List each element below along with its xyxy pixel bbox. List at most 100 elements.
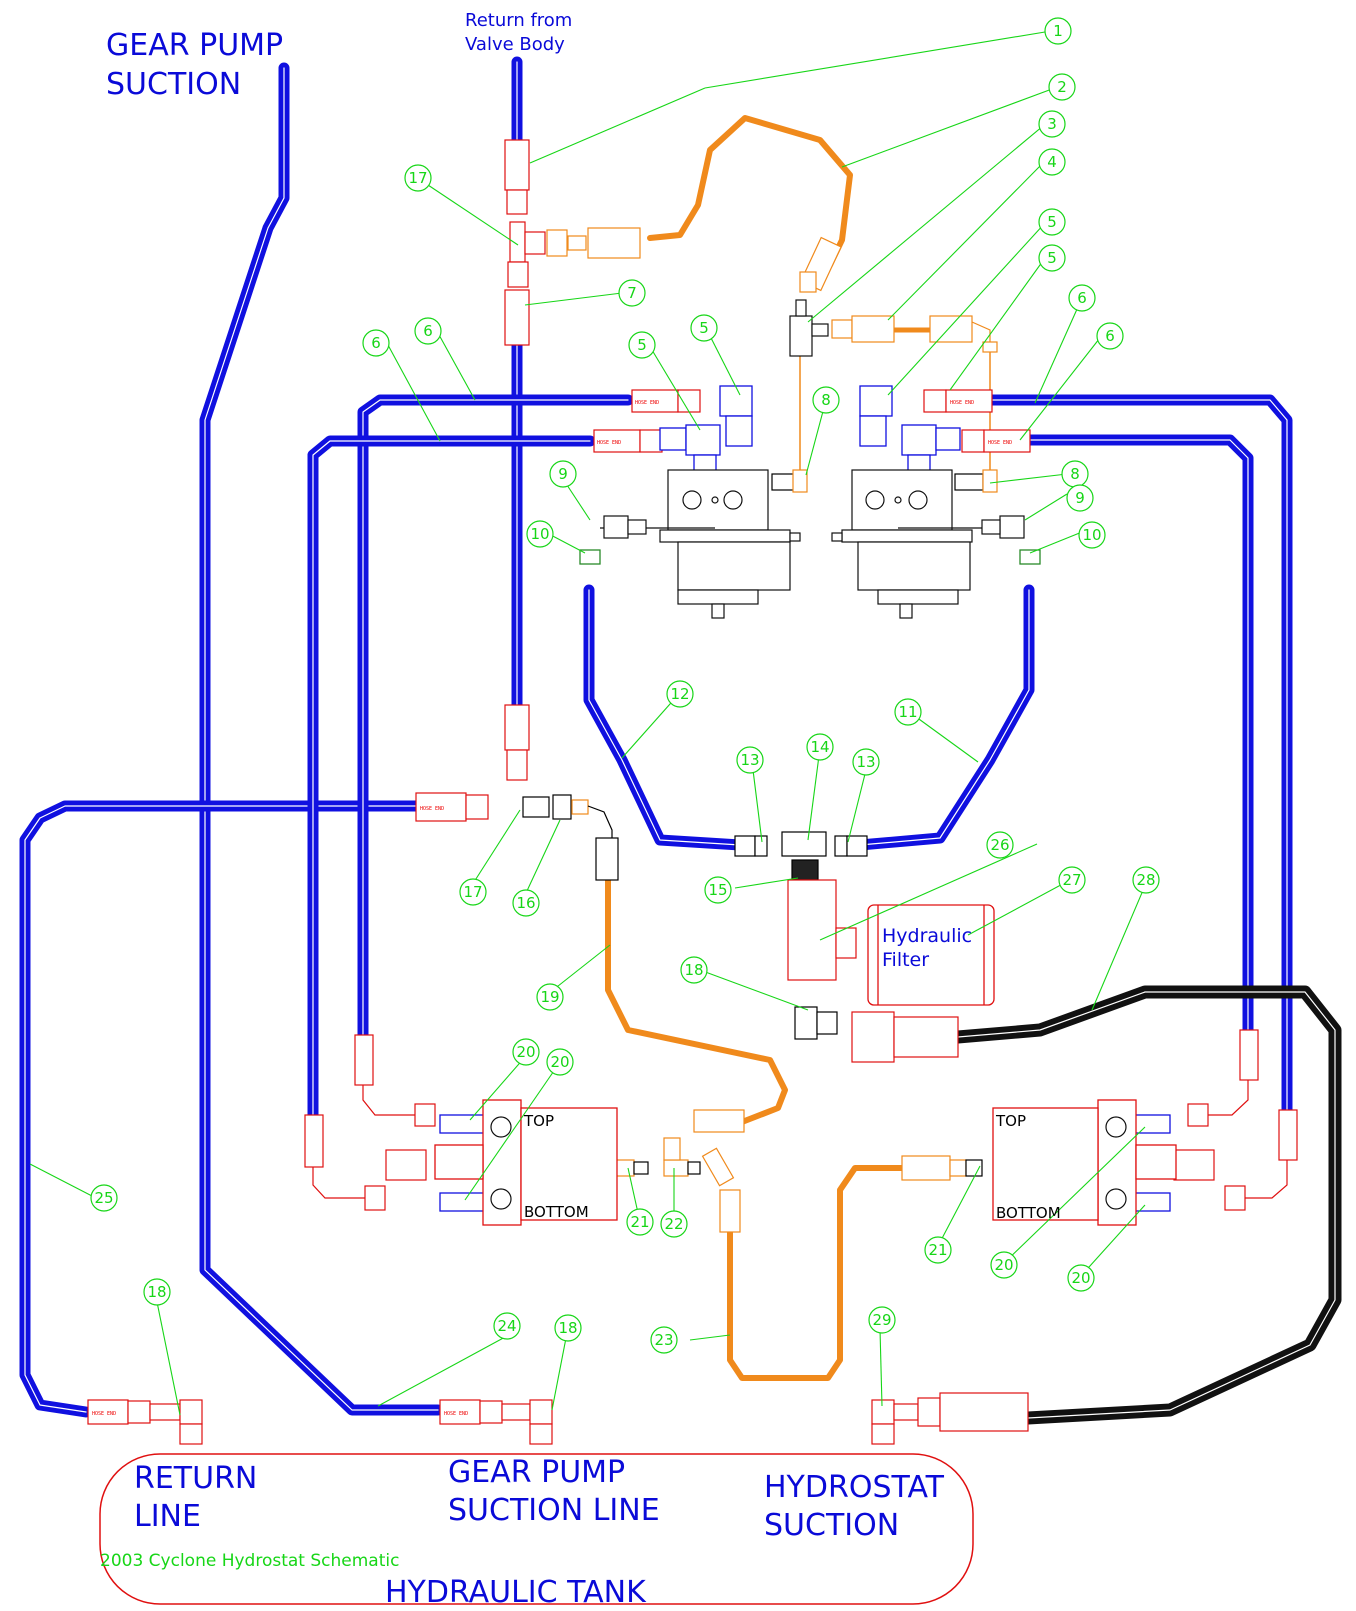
- callout-c5c: 5: [628, 331, 656, 359]
- charge-hose-12: [583, 584, 746, 851]
- callout-c13b: 13: [852, 748, 880, 776]
- callout-number: 7: [627, 284, 637, 302]
- callout-number: 18: [558, 1319, 577, 1337]
- callout-circle: [554, 1314, 582, 1342]
- top-label-left: TOP: [523, 1112, 554, 1130]
- callout-c5d: 5: [690, 314, 718, 342]
- callout-c20c: 20: [990, 1251, 1018, 1279]
- callout-c11: 11: [894, 698, 922, 726]
- callout-circle: [493, 1312, 521, 1340]
- callout-c24: 24: [493, 1312, 521, 1340]
- callout-number: 18: [147, 1283, 166, 1301]
- callout-number: 25: [94, 1189, 113, 1207]
- callout-c13a: 13: [736, 746, 764, 774]
- callout-circle: [1096, 322, 1124, 350]
- leader-lines: [29, 31, 1146, 1416]
- callout-circle: [1048, 73, 1076, 101]
- callout-c25: 25: [90, 1184, 118, 1212]
- callout-circle: [1132, 866, 1160, 894]
- callout-c6b: 6: [1096, 322, 1124, 350]
- callout-c3: 3: [1038, 110, 1066, 138]
- callout-number: 20: [994, 1256, 1013, 1274]
- callout-number: 27: [1062, 871, 1081, 889]
- callout-number: 5: [1047, 249, 1057, 267]
- callout-c20d: 20: [1067, 1264, 1095, 1292]
- callout-circle: [1066, 484, 1094, 512]
- callout-number: 8: [1070, 465, 1080, 483]
- callout-number: 3: [1047, 115, 1057, 133]
- callout-number: 17: [408, 169, 427, 187]
- orange-hoses: [605, 115, 991, 1381]
- callout-c21a: 21: [626, 1208, 654, 1236]
- gear-pump-suction-label-2: SUCTION: [106, 67, 241, 102]
- svg-text:HOSE END: HOSE END: [92, 1411, 116, 1417]
- callout-c27: 27: [1058, 866, 1086, 894]
- hydraulic-filter-label: Hydraulic: [882, 925, 972, 947]
- callout-circle: [736, 746, 764, 774]
- gear-pump-suction-hose: [199, 62, 444, 1416]
- callout-c17b: 17: [459, 878, 487, 906]
- hydrostat-suction-label: HYDROSTAT: [764, 1470, 945, 1505]
- callout-number: 28: [1136, 871, 1155, 889]
- callout-number: 24: [497, 1317, 516, 1335]
- callout-c18b: 18: [143, 1278, 171, 1306]
- callout-c28: 28: [1132, 866, 1160, 894]
- callout-circle: [536, 983, 564, 1011]
- callout-circle: [459, 878, 487, 906]
- callout-c12: 12: [666, 680, 694, 708]
- callout-circle: [666, 680, 694, 708]
- bottom-label-right: BOTTOM: [996, 1204, 1061, 1222]
- schematic-title: 2003 Cyclone Hydrostat Schematic: [100, 1551, 399, 1571]
- callout-number: 4: [1047, 153, 1057, 171]
- callout-number: 13: [856, 753, 875, 771]
- callout-c6d: 6: [362, 329, 390, 357]
- callout-c19: 19: [536, 983, 564, 1011]
- callout-c18c: 18: [554, 1314, 582, 1342]
- svg-text:HOSE END: HOSE END: [635, 400, 659, 406]
- callout-number: 6: [423, 322, 433, 340]
- callout-circle: [404, 164, 432, 192]
- callout-number: 16: [516, 894, 535, 912]
- callout-number: 22: [664, 1215, 683, 1233]
- callout-circle: [1038, 244, 1066, 272]
- gear-pump-suction-line-label-2: SUCTION LINE: [448, 1493, 660, 1528]
- blue-connectors: [439, 385, 1171, 1212]
- case-drain-hose-left-outer: [357, 394, 634, 1041]
- callout-number: 23: [654, 1331, 673, 1349]
- callout-c14: 14: [806, 733, 834, 761]
- callout-number: 2: [1057, 78, 1067, 96]
- callout-c18a: 18: [680, 956, 708, 984]
- callout-c5b: 5: [1038, 244, 1066, 272]
- callout-c8a: 8: [812, 386, 840, 414]
- callout-number: 21: [928, 1241, 947, 1259]
- text-labels: GEAR PUMP SUCTION Return from Valve Body…: [100, 10, 1061, 1610]
- callout-number: 10: [1082, 526, 1101, 544]
- callout-number: 9: [1075, 489, 1085, 507]
- callout-circle: [1068, 284, 1096, 312]
- callout-c21b: 21: [924, 1236, 952, 1264]
- callout-circle: [852, 748, 880, 776]
- callout-circle: [1067, 1264, 1095, 1292]
- callout-c15: 15: [704, 876, 732, 904]
- callout-circle: [512, 889, 540, 917]
- pilot-hose-2: [647, 115, 853, 268]
- valve-blocks: [434, 1099, 1177, 1226]
- callout-number: 17: [463, 883, 482, 901]
- callout-number: 6: [1105, 327, 1115, 345]
- callout-circle: [812, 386, 840, 414]
- callout-circle: [512, 1038, 540, 1066]
- callout-number: 20: [1071, 1269, 1090, 1287]
- callout-number: 5: [1047, 213, 1057, 231]
- callout-number: 21: [630, 1213, 649, 1231]
- callout-number: 19: [540, 988, 559, 1006]
- callout-number: 15: [708, 881, 727, 899]
- callout-circle: [680, 956, 708, 984]
- callout-circle: [894, 698, 922, 726]
- hydraulic-filter-label-2: Filter: [882, 949, 929, 971]
- callout-c22: 22: [660, 1210, 688, 1238]
- callout-circle: [704, 876, 732, 904]
- callout-c10a: 10: [526, 520, 554, 548]
- callout-circle: [414, 317, 442, 345]
- callout-circle: [650, 1326, 678, 1354]
